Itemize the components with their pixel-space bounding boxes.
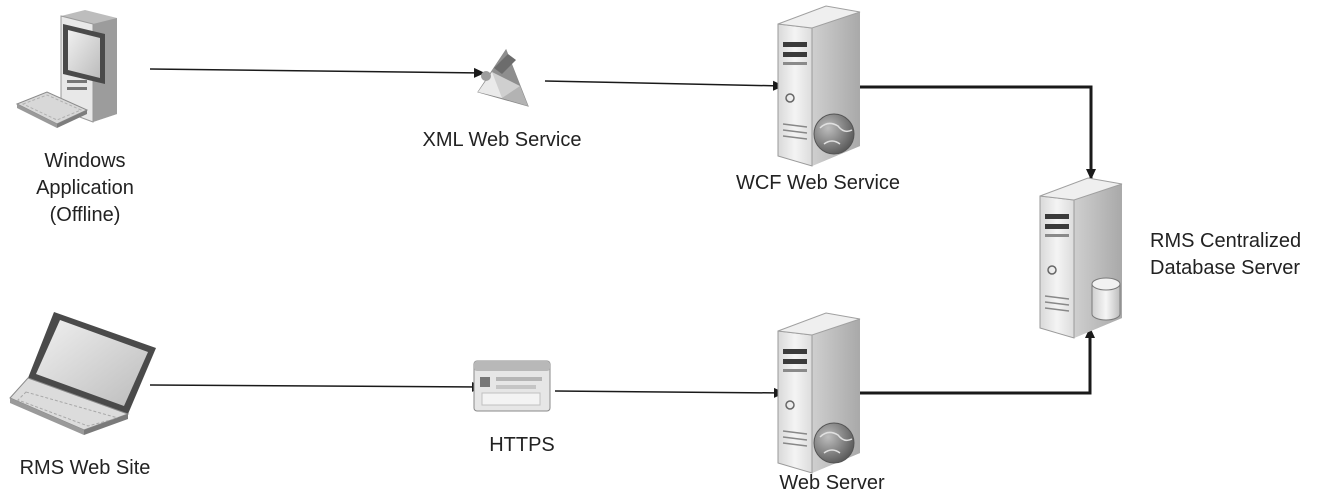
label-line: (Offline) [49,204,121,226]
database-server-icon [1039,177,1123,339]
desktop-computer-icon [15,10,117,128]
rms-web-site-label: RMS Web Site [19,457,151,479]
windows-application-label: Windows Application (Offline) [10,148,160,229]
label-line: Database Server [1150,257,1301,279]
xml-web-service-icon [477,48,529,107]
label-line: Application [36,177,134,199]
wcf-web-service-label: WCF Web Service [735,172,901,194]
connector-https-to-webserver [554,387,785,398]
connector-xml-to-wcf [544,80,784,91]
label-line: Windows [44,150,126,172]
connector-laptop-to-https [149,381,483,392]
https-label: HTTPS [489,434,555,456]
connector-wcf-to-database [839,82,1096,180]
xml-web-service-label: XML Web Service [422,129,582,151]
connectors [149,67,1096,398]
web-server-icon [777,312,861,474]
label-line: RMS Centralized [1150,230,1302,252]
rms-database-server-label: RMS Centralized Database Server [1150,228,1330,282]
laptop-icon [9,312,156,435]
web-server-icon [777,5,861,167]
secure-web-page-icon [473,360,551,412]
web-server-label: Web Server [779,472,885,494]
connector-webserver-to-database [842,327,1095,398]
connector-windows-to-xml [149,67,485,78]
